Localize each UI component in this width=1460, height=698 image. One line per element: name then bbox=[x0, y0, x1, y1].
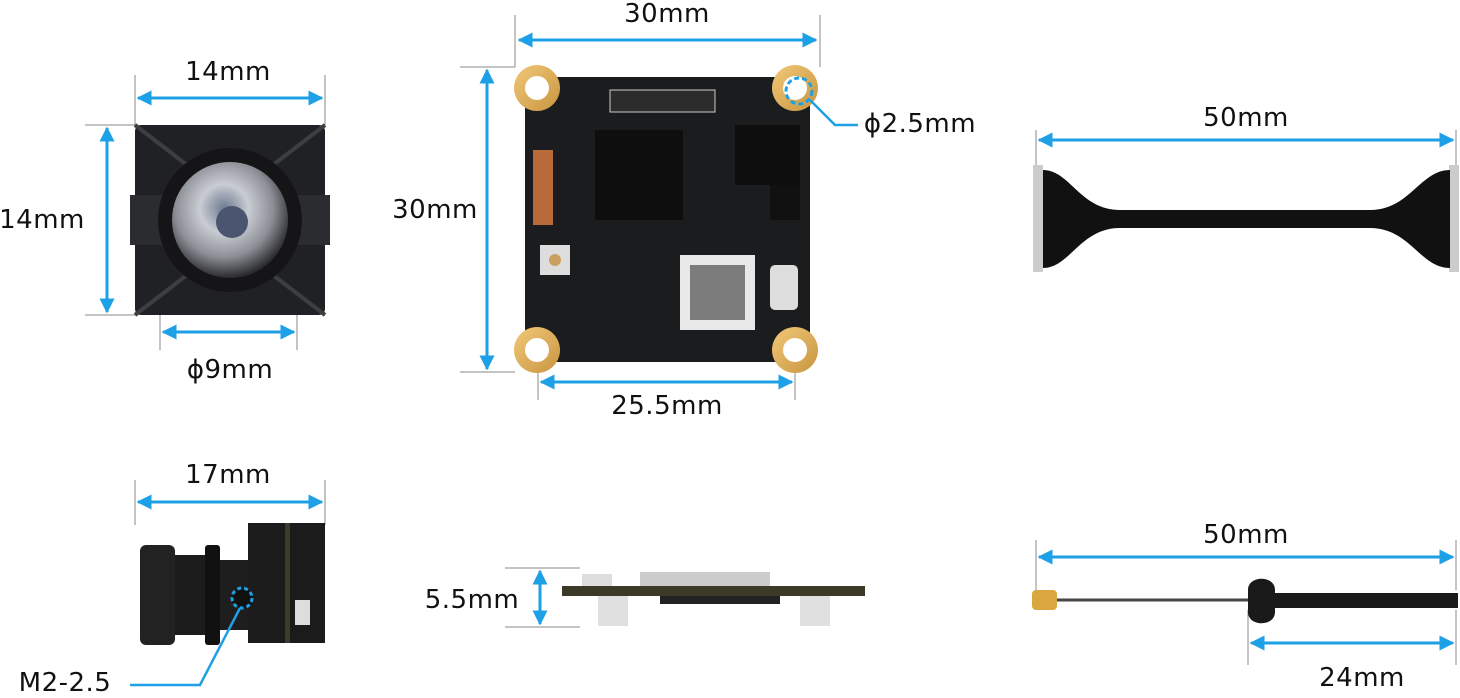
antenna-image bbox=[1032, 578, 1458, 624]
board-side-image bbox=[562, 572, 865, 626]
camera-front-height-label: 14mm bbox=[0, 205, 85, 235]
board-hole-label: ϕ2.5mm bbox=[863, 109, 977, 139]
ribbon-cable-length-label: 50mm bbox=[1203, 103, 1289, 133]
camera-front-width-label: 14mm bbox=[185, 57, 271, 87]
camera-side-image bbox=[130, 523, 325, 687]
board-thickness-label: 5.5mm bbox=[424, 585, 520, 615]
board-top-image bbox=[514, 65, 858, 373]
camera-front-image bbox=[130, 123, 330, 317]
ribbon-cable-image bbox=[1033, 165, 1459, 272]
antenna-length-label: 50mm bbox=[1203, 520, 1289, 550]
board-height-label: 30mm bbox=[392, 195, 478, 225]
board-hole-spacing-label: 25.5mm bbox=[611, 391, 723, 421]
screw-label: M2-2.5 bbox=[18, 668, 112, 698]
antenna-tail-label: 24mm bbox=[1319, 663, 1405, 693]
board-width-label: 30mm bbox=[624, 0, 710, 29]
camera-side-length-label: 17mm bbox=[185, 460, 271, 490]
dimension-arrows bbox=[99, 32, 1455, 651]
camera-lens-diameter-label: ϕ9mm bbox=[186, 355, 274, 385]
